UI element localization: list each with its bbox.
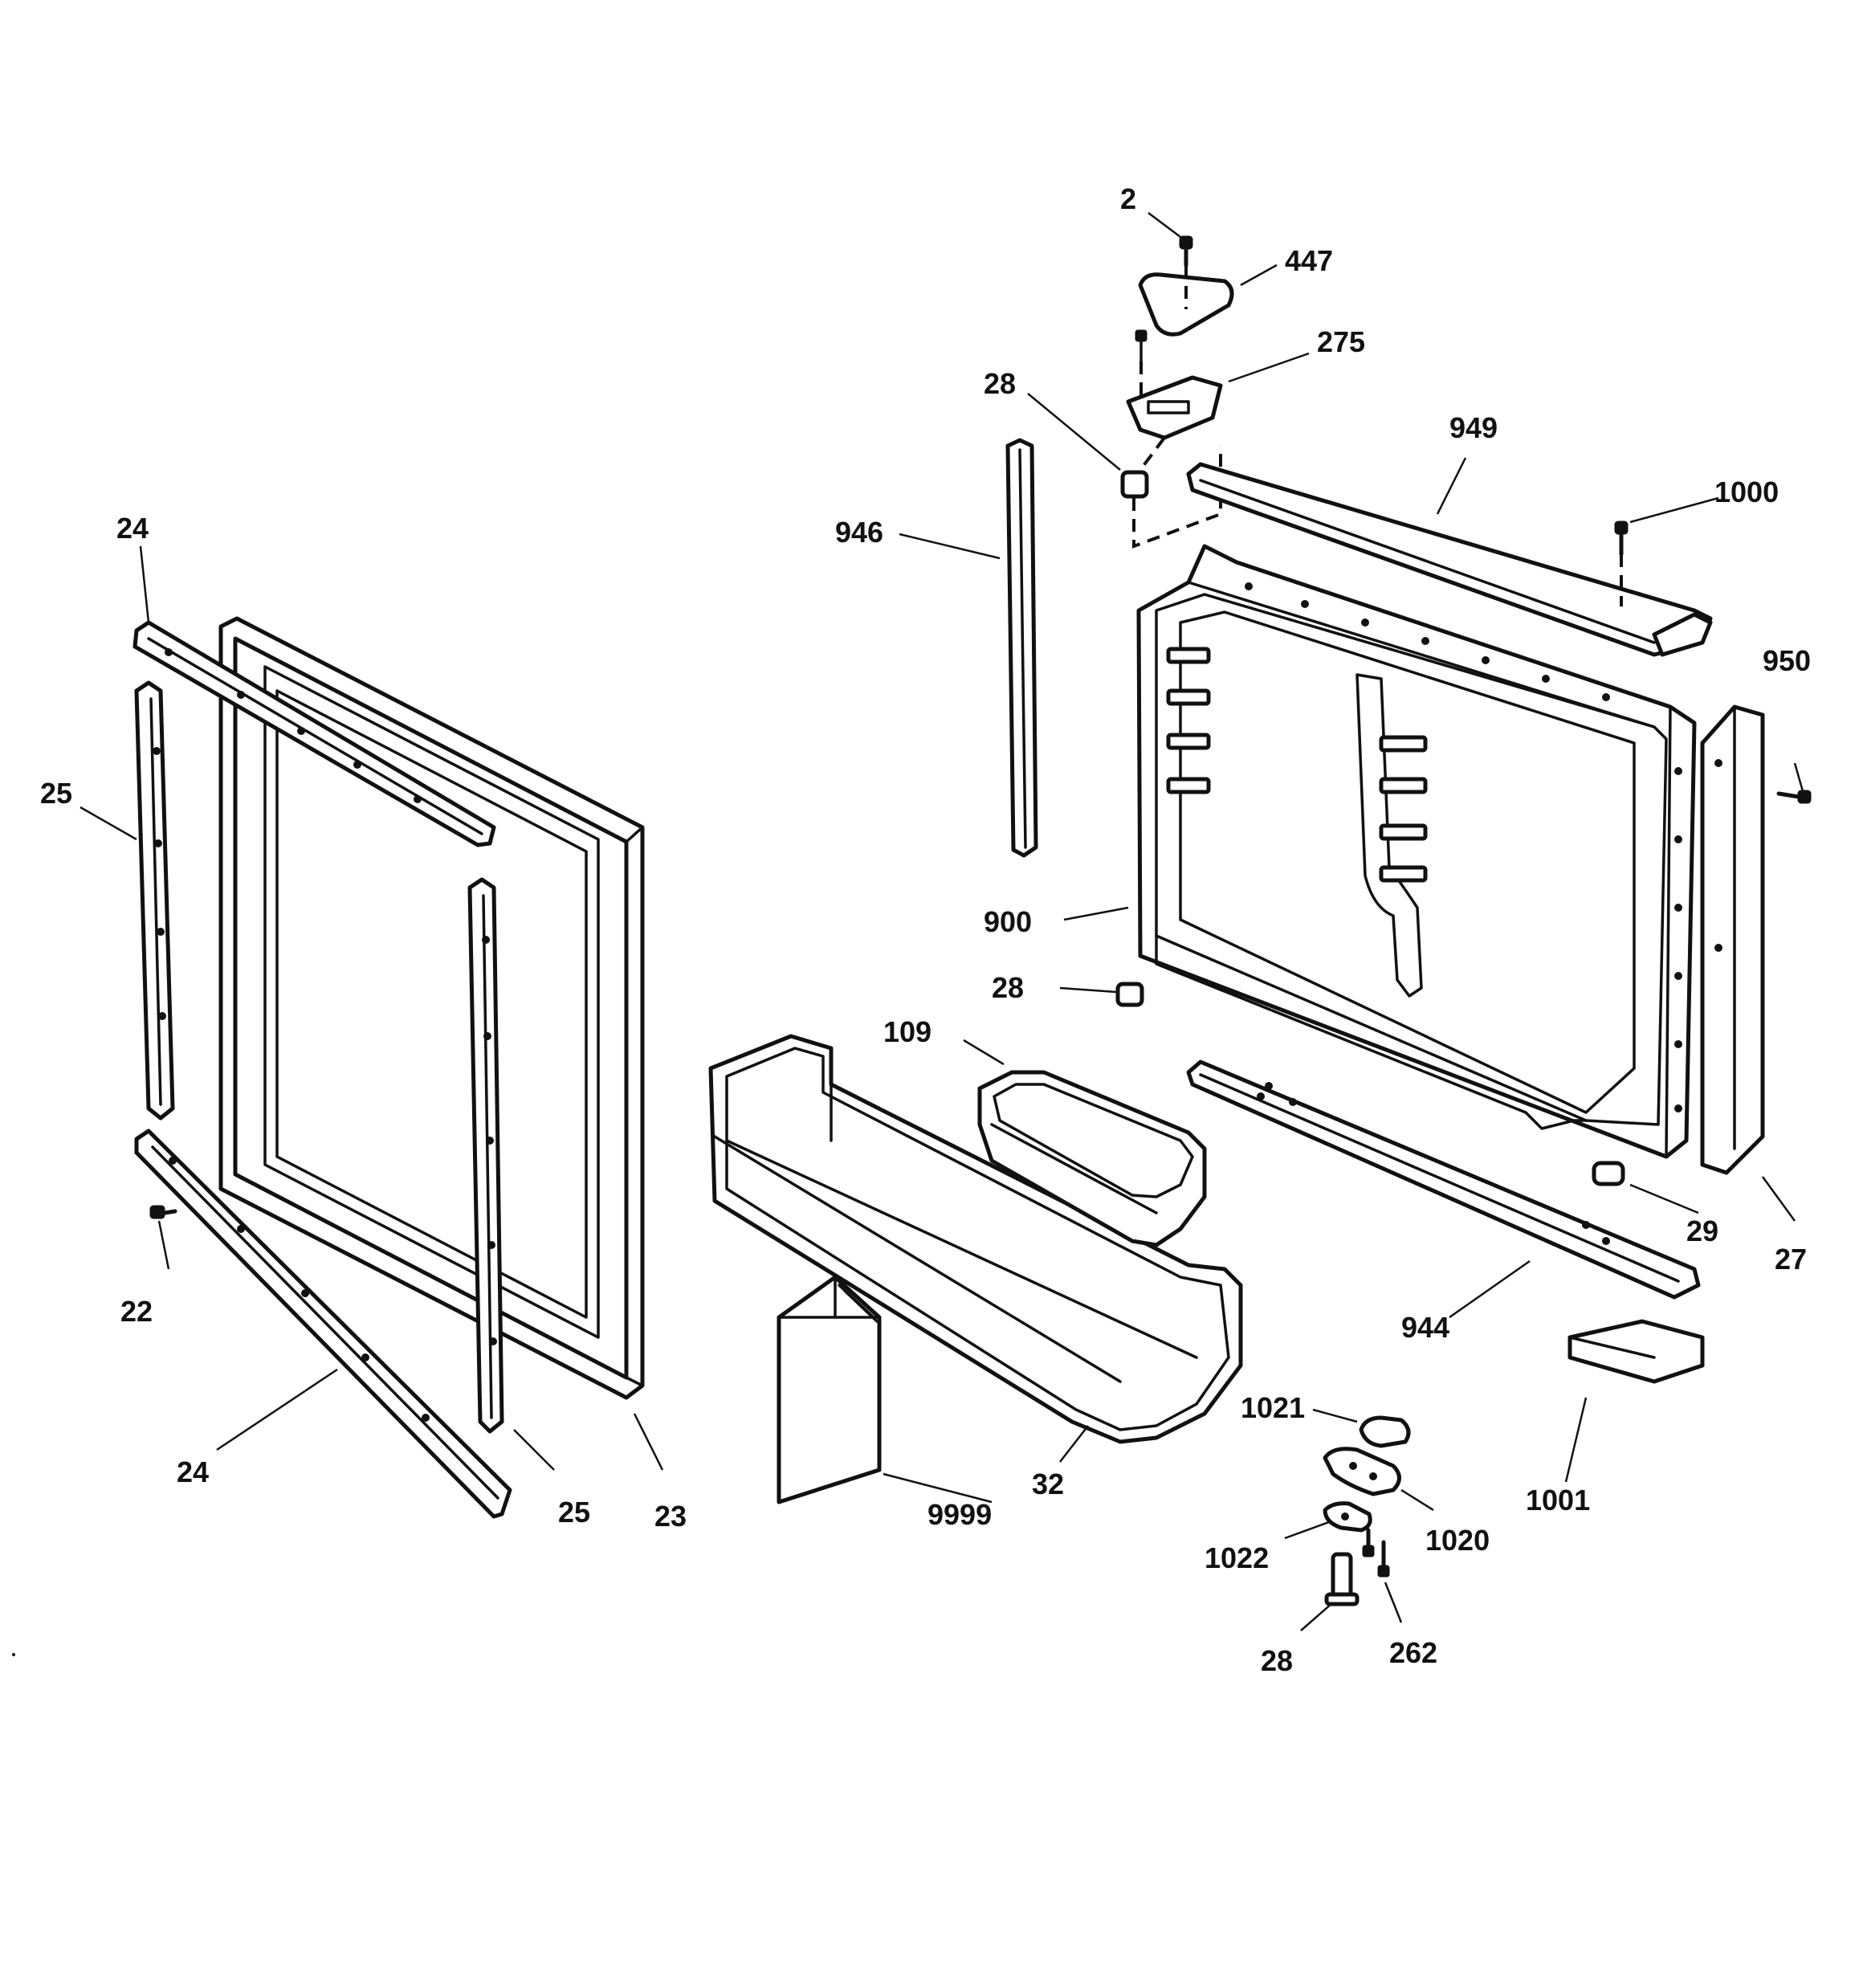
label-944: 944 [1401,1311,1449,1344]
trim-strip-right-25 [467,877,504,1434]
label-1001: 1001 [1526,1484,1590,1517]
screw-2 [1179,235,1193,267]
label-28-mid: 28 [992,971,1024,1004]
plate-1020 [1323,1447,1401,1496]
door-liner-900 [1136,544,1697,1159]
label-32: 32 [1032,1468,1064,1500]
trim-strip-bottom-24 [134,1129,512,1519]
bin-109 [977,1070,1207,1247]
washer-1022 [1323,1501,1372,1533]
label-946: 946 [835,516,883,549]
label-447: 447 [1285,244,1333,277]
label-1021: 1021 [1241,1391,1305,1424]
screw-1000 [1614,520,1629,606]
label-2: 2 [1120,182,1136,215]
screw-22 [149,1205,177,1219]
label-29: 29 [1686,1214,1718,1247]
screw-950 [1776,790,1812,804]
bushing-28-mid [1115,982,1144,1007]
plug-29 [1592,1161,1625,1186]
top-cover-strip-949 [1186,462,1713,657]
trim-strip-top-24 [132,620,496,847]
side-trim-27 [1700,704,1765,1175]
label-262: 262 [1389,1636,1437,1669]
label-950: 950 [1763,644,1811,677]
screws-262 [1362,1528,1390,1578]
door-bin-32 [708,1034,1243,1444]
label-900: 900 [984,905,1032,938]
label-25-left: 25 [40,777,72,810]
label-9999: 9999 [927,1498,992,1531]
part-labels: 2 447 275 28 949 1000 946 24 950 25 900 … [40,182,1811,1677]
door-panel-23 [218,616,645,1400]
label-22: 22 [120,1295,153,1328]
cap-1021 [1359,1415,1411,1448]
label-1000: 1000 [1714,476,1779,508]
label-25-right: 25 [558,1496,590,1529]
trim-strip-left-25 [134,680,175,1121]
label-24-top: 24 [116,512,149,545]
pin-28-bottom [1324,1552,1360,1606]
label-27: 27 [1775,1243,1807,1276]
stray-mark [12,1653,15,1656]
label-28-top: 28 [984,367,1016,400]
label-24-bottom: 24 [177,1455,209,1488]
hinge-bracket-275 [1126,329,1223,440]
gasket-strip-946 [1005,438,1038,858]
label-275: 275 [1317,325,1365,358]
label-28-bottom: 28 [1261,1644,1293,1677]
bottom-strip-944 [1186,1059,1701,1300]
hinge-block-1001 [1567,1319,1705,1384]
label-109: 109 [883,1015,932,1048]
leader-lines [79,212,1804,1631]
label-1022: 1022 [1205,1541,1269,1574]
manual-booklet-9999 [777,1275,882,1504]
label-23: 23 [654,1500,687,1533]
label-949: 949 [1449,411,1498,444]
hinge-cover-447 [1138,265,1234,337]
label-1020: 1020 [1425,1524,1490,1557]
